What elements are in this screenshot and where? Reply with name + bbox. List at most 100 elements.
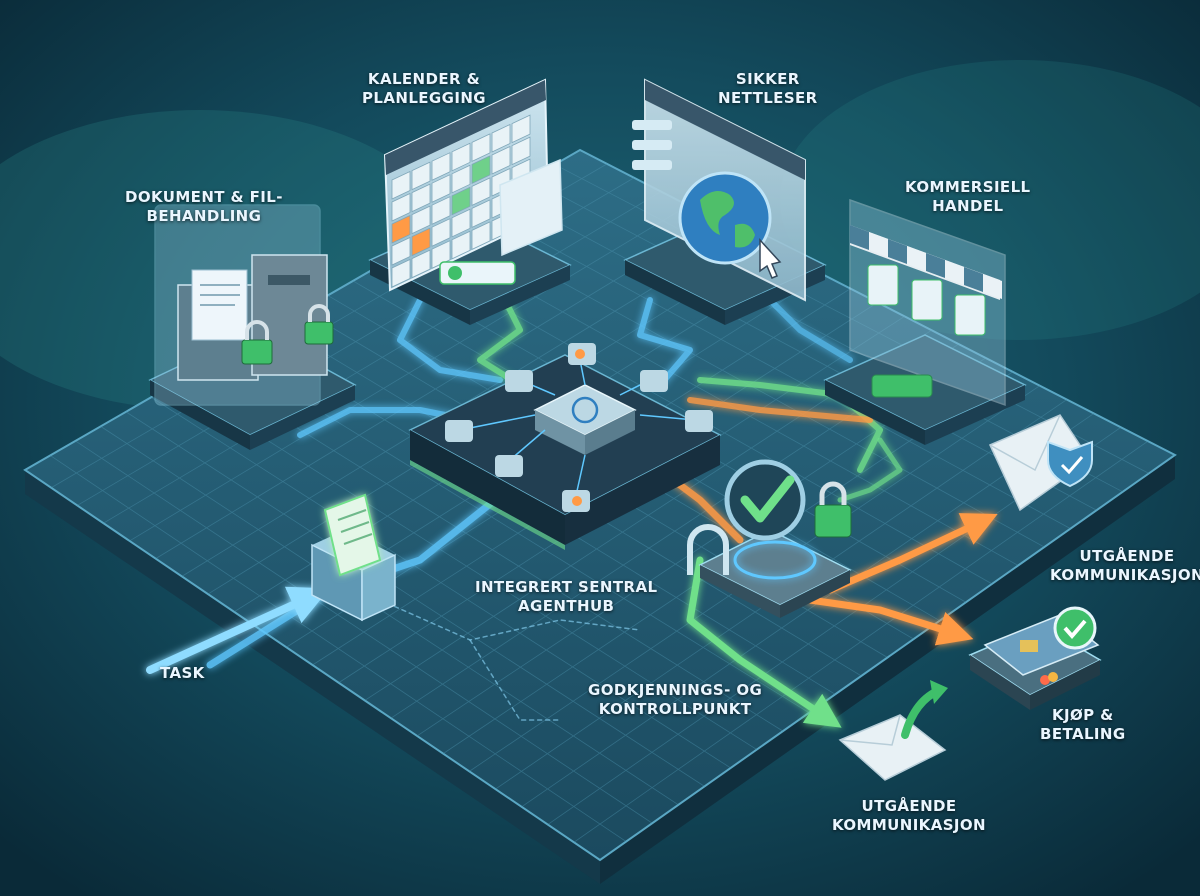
calendar-cell [411,205,431,235]
calendar-cell [511,136,531,166]
label-task: TASK [160,664,205,683]
awning-stripe [926,253,945,278]
awning-stripe [888,239,907,264]
card-terminal-icon [968,606,1102,710]
label-hub-line2: AGENTHUB [518,597,615,615]
hub-node [408,343,722,550]
label-hub-line1: INTEGRERT SENTRAL [475,578,658,596]
awning-stripe [869,232,888,257]
task-node [311,493,396,622]
flow-task-arrow [146,586,330,674]
awning-stripe [945,260,964,285]
grid-line [125,411,705,787]
label-payment-line1: KJØP & [1051,706,1114,724]
calendar-cell [431,152,451,181]
calendar-cell [491,145,511,175]
label-calendar-line1: KALENDER & [367,70,481,88]
calendar-icon [383,78,563,292]
calendar-cell [451,164,471,194]
browser-node [623,78,827,325]
calendar-cell [471,199,491,229]
label-outgoing-top: UTGÅENDE KOMMUNIKASJON [1050,547,1200,585]
commerce-node [823,198,1027,445]
calendar-cell [411,183,431,213]
calendar-cell [431,174,451,203]
circuit-line [379,599,641,641]
outgoing-top-node [988,414,1093,512]
grid-line [155,218,716,559]
flow-approval-to-outgoing-top [826,513,998,594]
label-outgoing-bottom-line2: KOMMUNIKASJON [832,816,986,834]
label-commerce-line2: HANDEL [932,197,1004,215]
calendar-cell [471,177,491,207]
calendar-cell [411,161,431,191]
calendar-cell [451,186,471,216]
grid-line [176,382,758,750]
label-commerce-line1: KOMMERSIELL [905,178,1031,196]
label-browser-line2: NETTLESER [718,89,818,107]
grid-line [150,396,731,769]
label-documents: DOKUMENT & FIL- BEHANDLING [125,188,283,226]
calendar-cell [411,249,431,279]
inbox-document-icon [311,493,396,622]
calendar-cell [451,142,471,172]
calendar-cell [471,133,491,163]
flow-browser-to-hub-blue [767,297,853,363]
label-task-line1: TASK [160,664,205,682]
grid-line [103,191,662,524]
calendar-cell [491,123,511,153]
awning-stripe [907,246,926,271]
calendar-cell [431,196,451,225]
grid-line [50,455,627,842]
grid-line [75,440,653,824]
label-approval-line2: KONTROLLPUNKT [598,700,752,718]
label-documents-line2: BEHANDLING [146,207,262,225]
calendar-cell [471,155,491,185]
globe-browser-icon [632,78,806,302]
calendar-cell [411,227,431,257]
calendar-node [368,78,572,325]
grid-line [129,205,689,542]
awning-stripe [964,267,983,292]
label-outgoing-top-line2: KOMMUNIKASJON [1050,566,1200,584]
calendar-cell [391,214,411,244]
documents-node [148,204,357,450]
flow-approval-to-payment [806,596,974,646]
grid-line [478,207,1071,529]
label-browser-line1: SIKKER [735,70,800,88]
awning-stripe [850,225,869,250]
awning-stripe [983,274,1002,299]
label-approval: GODKJENNINGS- OG KONTROLLPUNKT [588,681,762,719]
calendar-cell [391,170,411,200]
flow-hub-to-commerce-orange [687,397,873,423]
flow-approval-to-outgoing-bottom [686,556,842,728]
calendar-cell [451,230,471,260]
calendar-cell [391,236,411,266]
flow-commerce-to-outgoing [837,437,903,503]
circuit-line [469,639,561,721]
label-payment-line2: BETALING [1040,725,1126,743]
grid-line [100,426,679,806]
envelope-send-icon [838,680,948,781]
label-commerce: KOMMERSIELL HANDEL [905,178,1031,216]
label-approval-line1: GODKJENNINGS- OG [588,681,763,699]
approval-node [687,459,852,618]
file-cabinet-lock-icon [177,254,334,381]
label-outgoing-top-line1: UTGÅENDE [1079,547,1175,565]
calendar-cell [511,114,531,144]
label-calendar: KALENDER & PLANLEGGING [362,70,486,108]
storefront-icon [849,198,1006,407]
label-payment: KJØP & BETALING [1040,706,1126,744]
flow-calendar-to-hub [397,297,503,383]
envelope-shield-icon [988,414,1093,512]
calendar-cell [431,218,451,247]
label-outgoing-bottom-line1: UTGÅENDE [861,797,957,815]
flow-calendar-to-hub-green [477,297,523,388]
payment-node [968,606,1102,710]
hub-chip-icon [445,343,713,512]
label-outgoing-bottom: UTGÅENDE KOMMUNIKASJON [832,797,986,835]
label-browser: SIKKER NETTLESER [718,70,818,108]
grid-line [573,440,1149,843]
flow-browser-to-hub [637,297,693,388]
